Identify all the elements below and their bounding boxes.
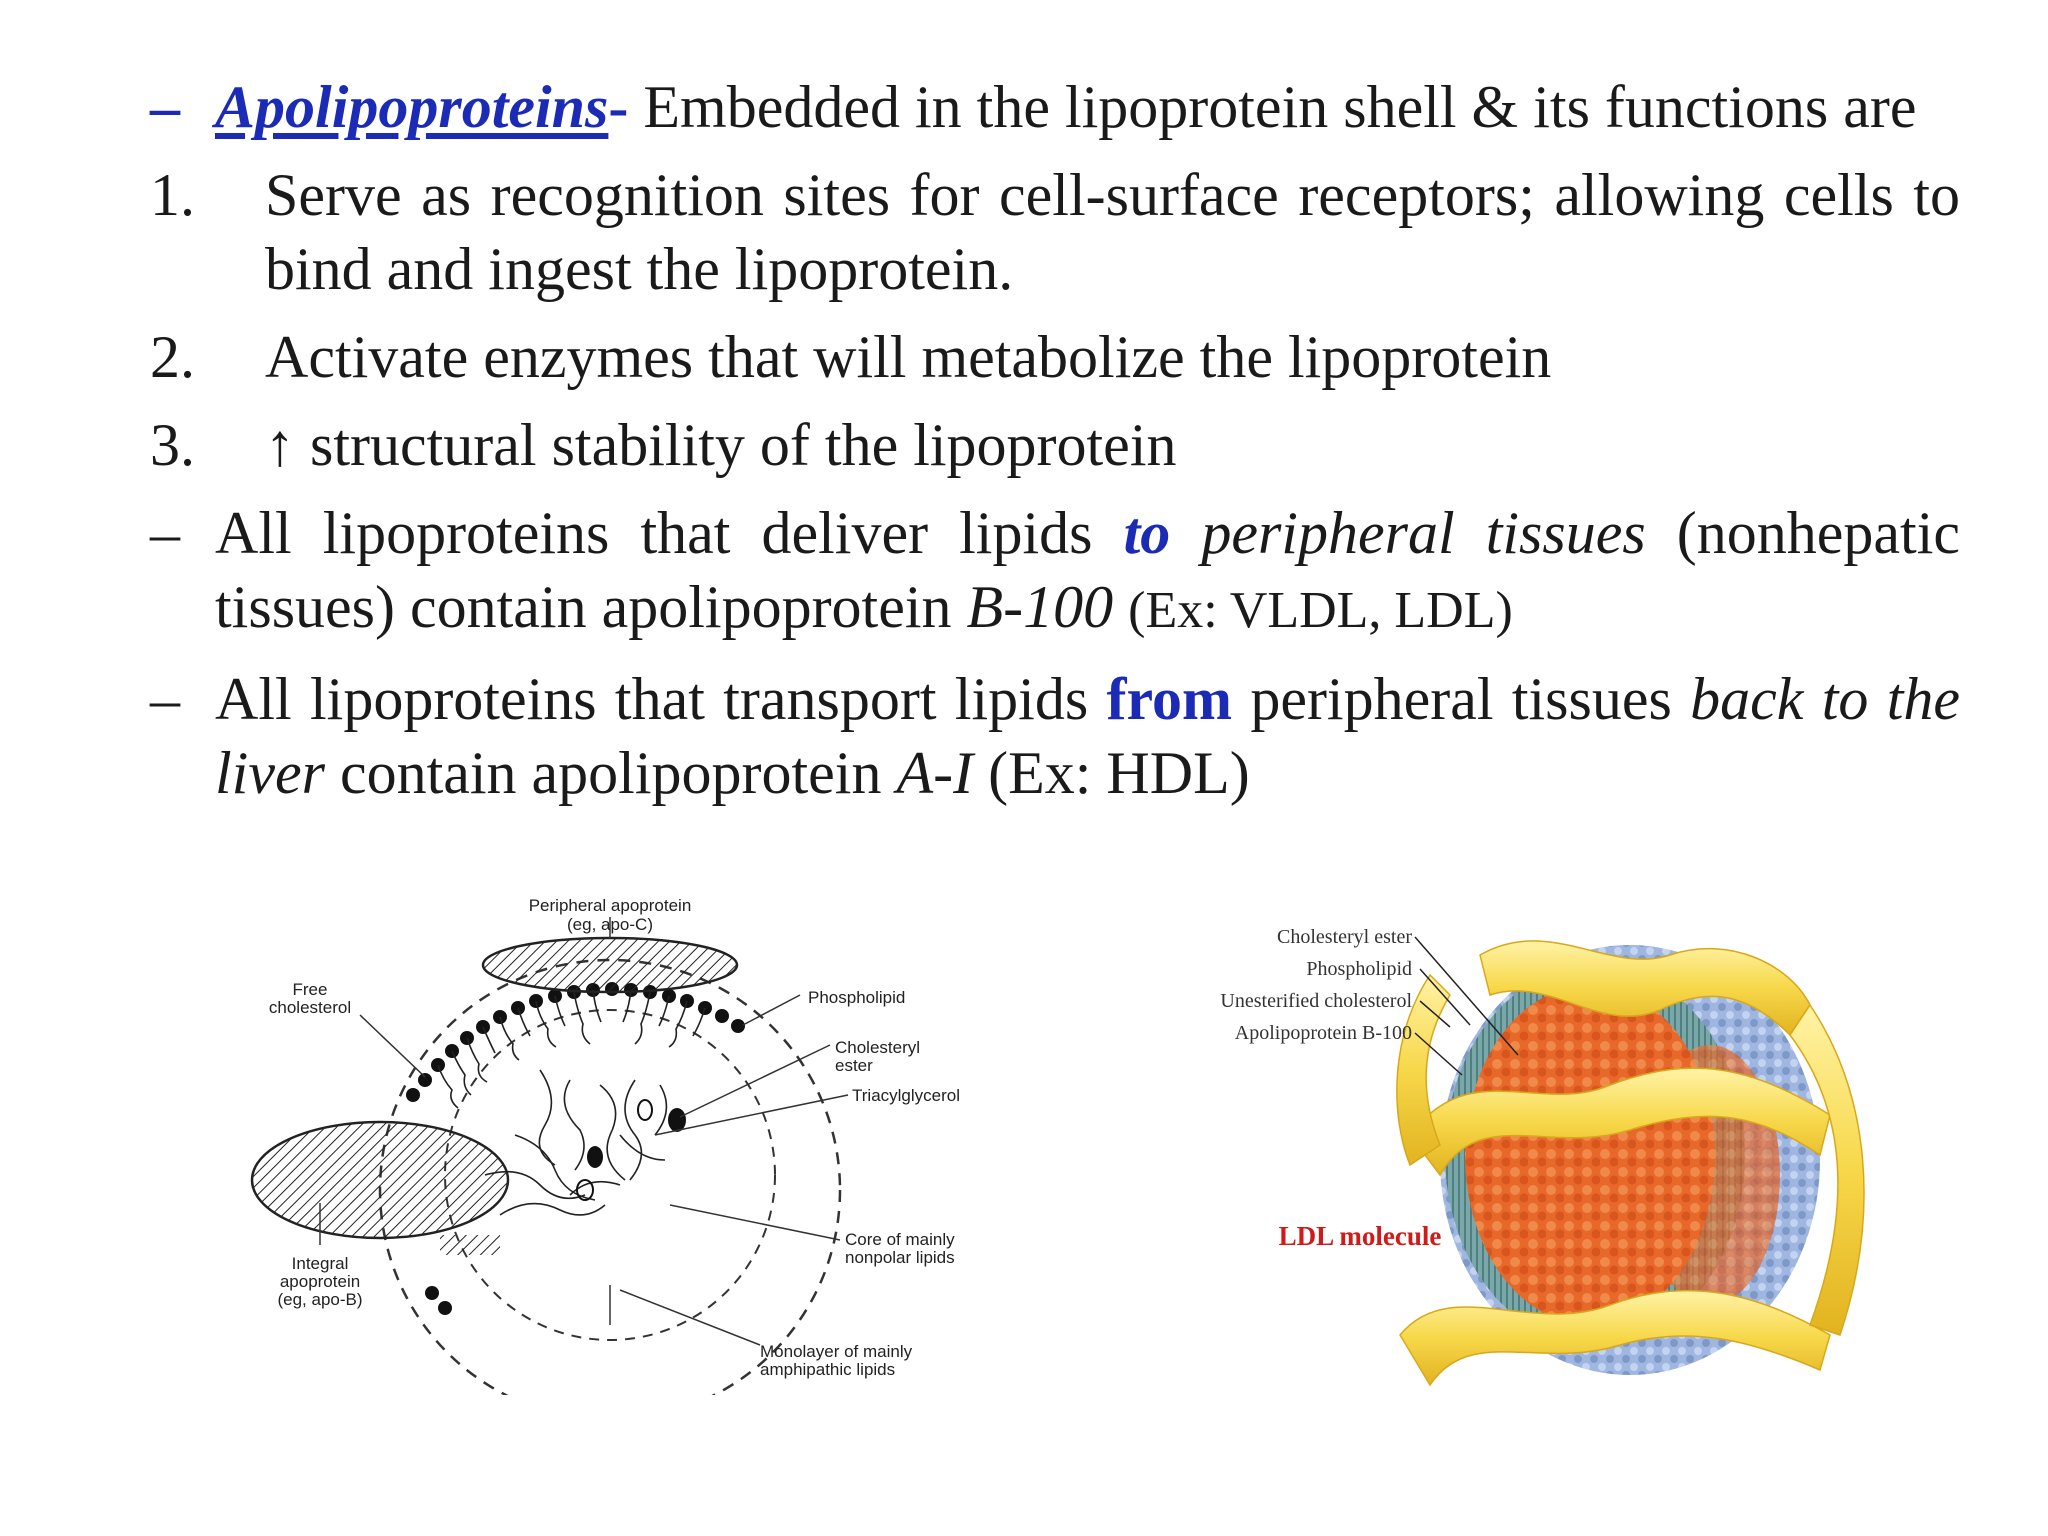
leader-lines — [319, 917, 849, 1346]
dash-marker: – — [150, 74, 180, 140]
integral-apoprotein-label-1: Integral — [292, 1254, 349, 1273]
dash-marker: – — [150, 666, 180, 732]
peripheral-tissues: peripheral tissues — [1201, 500, 1646, 566]
point-b100: – All lipoproteins that deliver lipids t… — [150, 496, 1960, 648]
apolipoprotein-b100-label: Apolipoprotein B-100 — [1235, 1022, 1412, 1044]
cholesteryl-ester-molecules — [576, 1099, 686, 1201]
up-arrow-icon: ↑ — [265, 412, 295, 478]
integral-apoprotein-shape — [250, 1120, 510, 1240]
example-text: (Ex: HDL) — [988, 740, 1250, 806]
monolayer-label-2: amphipathic lipids — [760, 1360, 895, 1379]
peripheral-apoprotein-example: (eg, apo-C) — [567, 915, 653, 934]
slide-text: – Apolipoproteins- Embedded in the lipop… — [150, 70, 1960, 810]
list-number: 1. — [150, 162, 195, 228]
point-text: (nonhepatic tissues) contain apolipoprot… — [215, 500, 1961, 640]
function-text: Serve as recognition sites for cell-surf… — [265, 162, 1960, 302]
highlight-from: from — [1106, 666, 1232, 732]
ldl-molecule-diagram: Cholesteryl ester Phospholipid Unesterif… — [1220, 926, 1865, 1387]
monolayer-label-1: Monolayer of mainly — [760, 1342, 913, 1361]
core-outline — [444, 1009, 776, 1341]
intro-point: – Apolipoproteins- Embedded in the lipop… — [150, 70, 1960, 144]
point-text: All lipoproteins that deliver lipids — [215, 500, 1093, 566]
ldl-molecule-label: LDL molecule — [1279, 1221, 1442, 1251]
apo-b100: B-100 — [966, 574, 1114, 640]
intro-text: Embedded in the lipoprotein shell & its … — [643, 74, 1917, 140]
apo-a1: A-I — [896, 740, 974, 806]
unesterified-cholesterol-label: Unesterified cholesterol — [1220, 990, 1412, 1012]
function-text: Activate enzymes that will metabolize th… — [265, 324, 1552, 390]
ldl-leader-lines — [1414, 936, 1519, 1076]
integral-apoprotein-stub — [440, 1235, 500, 1255]
point-text: peripheral tissues — [1250, 666, 1672, 732]
cholesteryl-ester-label-2: ester — [835, 1056, 873, 1075]
function-text: structural stability of the lipoprotein — [310, 412, 1177, 478]
apolipoprotein-ribbons — [1396, 940, 1865, 1387]
triacylglycerol-label: Triacylglycerol — [852, 1086, 960, 1105]
point-text: All lipoproteins that transport lipids — [215, 666, 1089, 732]
cholesteryl-ester-label: Cholesteryl ester — [1277, 926, 1412, 948]
point-text: contain apolipoprotein — [339, 740, 882, 806]
integral-apoprotein-label-3: (eg, apo-B) — [277, 1290, 362, 1309]
highlight-to: to — [1123, 500, 1171, 566]
function-item-2: 2. Activate enzymes that will metabolize… — [150, 320, 1960, 394]
list-number: 2. — [150, 324, 195, 390]
apolipoproteins-term[interactable]: Apolipoproteins — [215, 74, 609, 140]
integral-apoprotein-label-2: apoprotein — [280, 1272, 360, 1291]
point-a1: – All lipoproteins that transport lipids… — [150, 662, 1960, 810]
function-item-1: 1. Serve as recognition sites for cell-s… — [150, 158, 1960, 306]
phospholipid-label: Phospholipid — [808, 988, 905, 1007]
phospholipid-label: Phospholipid — [1306, 958, 1412, 980]
cholesteryl-ester-label-1: Cholesteryl — [835, 1038, 920, 1057]
example-text: (Ex: VLDL, LDL) — [1128, 582, 1513, 639]
core-label-1: Core of mainly — [845, 1230, 955, 1249]
peripheral-apoprotein-shape — [481, 936, 739, 994]
peripheral-apoprotein-label: Peripheral apoprotein — [529, 896, 692, 915]
lipoprotein-structure-diagram: Peripheral apoprotein (eg, apo-C) Free c… — [250, 896, 960, 1395]
free-cholesterol-label-1: Free — [293, 980, 328, 999]
term-suffix: - — [608, 74, 629, 140]
free-cholesterol-label-2: cholesterol — [269, 998, 351, 1017]
dash-marker: – — [150, 500, 180, 566]
list-number: 3. — [150, 412, 195, 478]
function-item-3: 3. ↑ structural stability of the lipopro… — [150, 408, 1960, 482]
back-to-liver: back to the liver — [215, 666, 1961, 806]
core-label-2: nonpolar lipids — [845, 1248, 955, 1267]
